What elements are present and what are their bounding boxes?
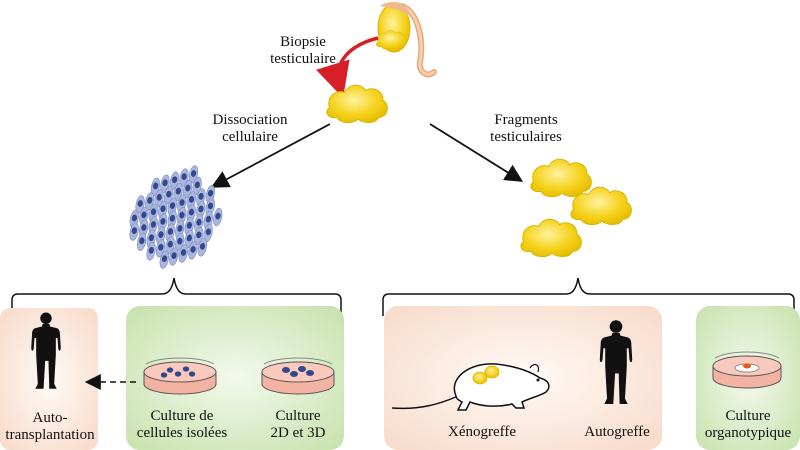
autotransplant-label-line1: Auto- bbox=[32, 410, 68, 426]
biopsy-label-line1: Biopsie bbox=[280, 34, 326, 50]
tissue-fragment-icon bbox=[520, 158, 632, 258]
dissociation-label: Dissociation cellulaire bbox=[200, 112, 300, 146]
organotypic-label: Culture organotypique bbox=[698, 408, 798, 442]
autotransplant-label: Auto- transplantation bbox=[0, 410, 100, 444]
autotransplant-label-line2: transplantation bbox=[5, 427, 95, 443]
fragments-label-line1: Fragments bbox=[494, 112, 558, 128]
xenograft-label: Xénogreffe bbox=[447, 424, 517, 440]
isolated-culture-label: Culture de cellules isolées bbox=[126, 408, 238, 442]
petri-dish-icon bbox=[712, 351, 782, 389]
fragments-label: Fragments testiculaires bbox=[474, 112, 578, 146]
isolated-culture-label-line1: Culture de bbox=[150, 408, 214, 424]
autograft-label: Autogreffe bbox=[584, 424, 650, 440]
dissociation-label-line2: cellulaire bbox=[222, 129, 278, 145]
petri-dish-icon bbox=[261, 357, 335, 395]
biopsy-label: Biopsie testiculaire bbox=[266, 34, 340, 68]
petri-dish-icon bbox=[143, 357, 217, 395]
biopsy-arrow-icon bbox=[316, 36, 379, 99]
organotypic-label-line2: organotypique bbox=[704, 425, 792, 441]
fragments-label-line2: testiculaires bbox=[490, 129, 562, 145]
organotypic-label-line1: Culture bbox=[725, 408, 771, 424]
culture-2d3d-label-line1: Culture bbox=[275, 408, 321, 424]
arrow-to-dissociation bbox=[210, 123, 331, 188]
biopsy-label-line2: testiculaire bbox=[270, 51, 336, 67]
culture-2d3d-label-line2: 2D et 3D bbox=[270, 425, 326, 441]
panel-cell-culture bbox=[126, 306, 344, 450]
right-brace bbox=[382, 277, 795, 316]
cell-cluster-icon bbox=[127, 164, 225, 270]
culture-2d3d-label: Culture 2D et 3D bbox=[258, 408, 338, 442]
arrow-to-fragments bbox=[429, 123, 524, 182]
biopsy-tissue-icon bbox=[326, 84, 388, 124]
dissociation-label-line1: Dissociation bbox=[212, 112, 288, 128]
rat-icon bbox=[391, 363, 550, 411]
left-brace bbox=[11, 277, 342, 316]
isolated-culture-label-line2: cellules isolées bbox=[136, 425, 228, 441]
